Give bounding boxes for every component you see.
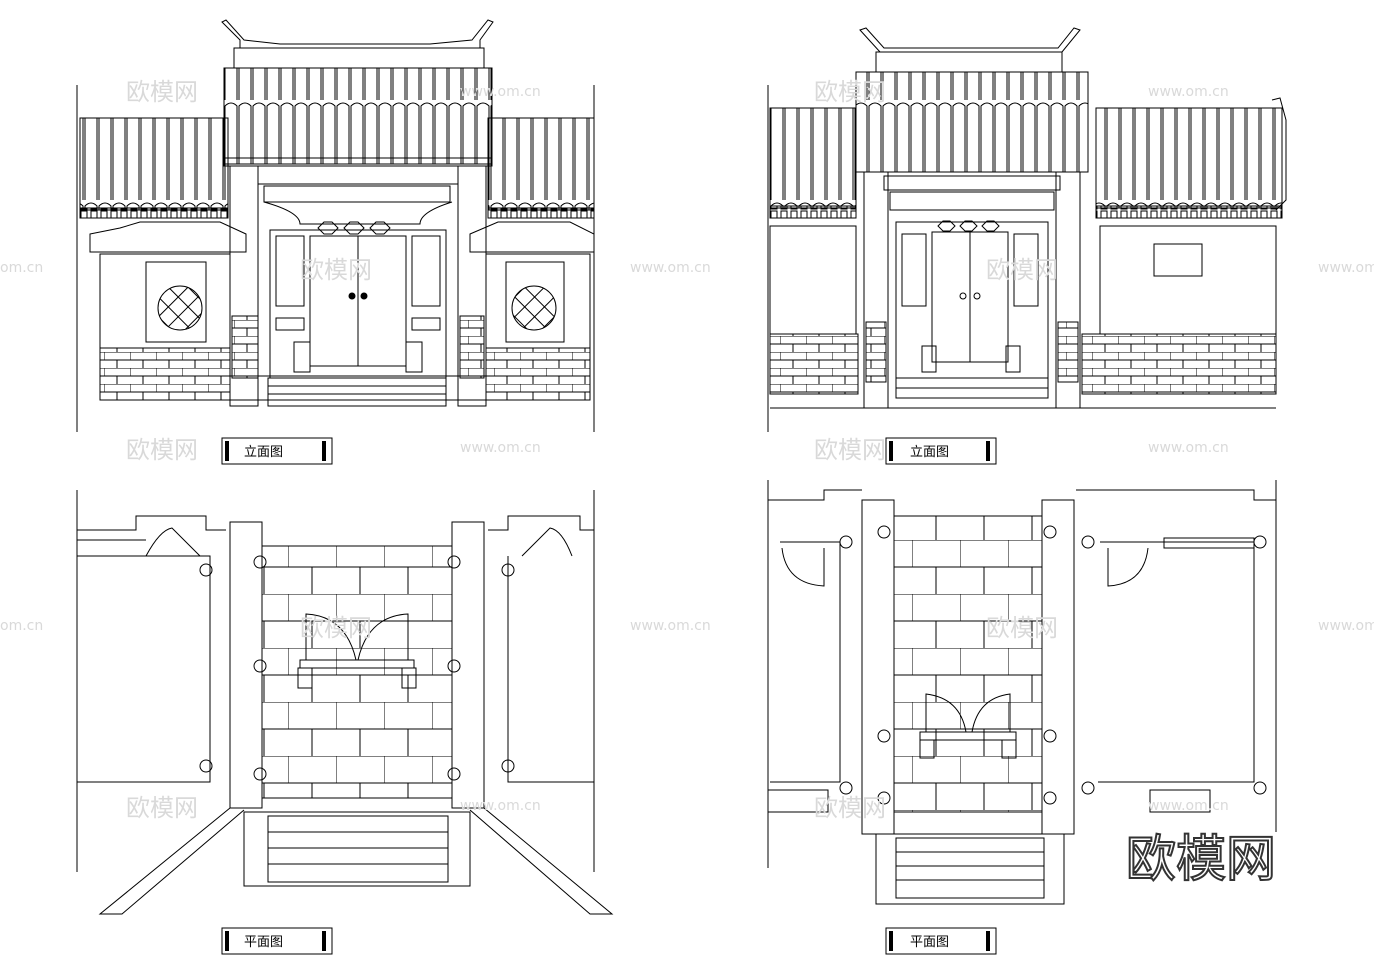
watermark-brand: 欧模网: [300, 614, 372, 642]
watermarks: 欧模网 www.om.cn 欧模网 www.om.cn 欧模网 www.om.c…: [0, 78, 1374, 822]
elevation-label: 立面图: [244, 445, 283, 460]
watermark-brand: 欧模网: [814, 78, 886, 106]
watermark-url: www.om.cn: [460, 440, 541, 456]
watermark-brand: 欧模网: [814, 436, 886, 464]
label-elevation-right: 立面图: [885, 437, 997, 465]
watermark-brand: 欧模网: [126, 78, 198, 106]
watermark-url-fragment: om.cn: [0, 260, 43, 276]
watermark-url-fragment: om.cn: [0, 618, 43, 634]
plan-label: 平面图: [910, 935, 949, 950]
watermark-brand: 欧模网: [986, 256, 1058, 284]
watermark-url: www.om.cn: [460, 84, 541, 100]
watermark-brand: 欧模网: [126, 794, 198, 822]
watermark-brand: 欧模网: [986, 614, 1058, 642]
corner-brand-logo: 欧模网: [1126, 830, 1276, 888]
left-elevation-drawing: [76, 19, 595, 432]
watermark-url: www.om.cn: [1148, 84, 1229, 100]
watermark-url: www.om.cn: [630, 260, 711, 276]
watermark-url: www.om.cn: [1148, 798, 1229, 814]
watermark-url: www.om.cn: [1318, 618, 1374, 634]
right-plan-drawing: [767, 480, 1277, 905]
watermark-brand: 欧模网: [300, 256, 372, 284]
watermark-brand: 欧模网: [814, 794, 886, 822]
watermark-brand: 欧模网: [126, 436, 198, 464]
label-plan-right: 平面图: [885, 927, 997, 955]
right-elevation-drawing: [767, 27, 1287, 432]
label-plan-left: 平面图: [221, 927, 333, 955]
watermark-url: www.om.cn: [460, 798, 541, 814]
plan-label: 平面图: [244, 935, 283, 950]
watermark-url: www.om.cn: [630, 618, 711, 634]
label-elevation-left: 立面图: [221, 437, 333, 465]
watermark-url: www.om.cn: [1148, 440, 1229, 456]
elevation-label: 立面图: [910, 445, 949, 460]
left-plan-drawing: [76, 490, 614, 915]
watermark-url: www.om.cn: [1318, 260, 1374, 276]
